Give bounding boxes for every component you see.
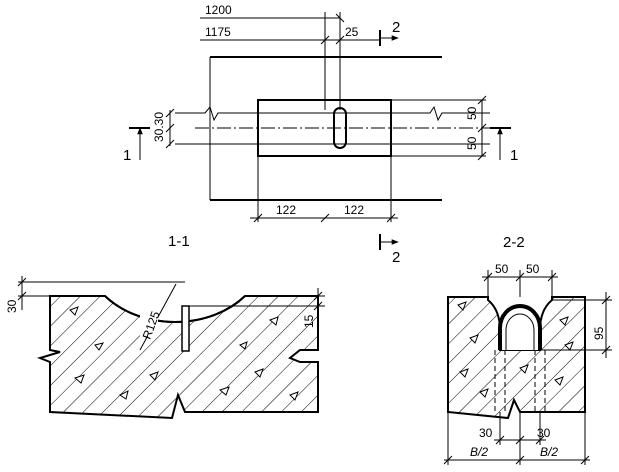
dim-30-left-2-2: 30 <box>479 426 493 440</box>
dim-25: 25 <box>345 25 359 39</box>
cut-label-2-top: 2 <box>392 19 400 36</box>
plan-view: 1200 1175 25 2 30.30 <box>123 3 518 266</box>
dim-1175: 1175 <box>205 25 231 39</box>
dim-b2-right: B/2 <box>540 445 558 459</box>
break-line-left-top <box>175 105 258 122</box>
dim-b2-left: B/2 <box>470 445 488 459</box>
dim-50-top: 50 <box>465 106 479 120</box>
groove-arc-1-1 <box>104 295 246 323</box>
dim-50-right-2-2: 50 <box>526 262 540 276</box>
section-1-1-title: 1-1 <box>168 233 190 250</box>
dim-50-left-2-2: 50 <box>495 262 509 276</box>
cut-label-2-bottom: 2 <box>392 249 400 266</box>
section-2-2-title: 2-2 <box>503 234 525 251</box>
concrete-body-1-1 <box>36 295 319 420</box>
cut-label-1-right: 1 <box>510 147 518 164</box>
aggregate-marks-2-2 <box>457 301 574 398</box>
break-line-right-top <box>391 105 490 122</box>
cut-label-1-left: 1 <box>123 147 131 164</box>
channel-lining <box>498 304 542 350</box>
dim-1200: 1200 <box>205 3 232 17</box>
dim-15: 15 <box>302 314 316 328</box>
slot <box>333 107 347 149</box>
dim-95: 95 <box>592 326 606 340</box>
aggregate-marks <box>69 306 299 401</box>
section-2-2: 2-2 50 50 95 <box>443 234 612 465</box>
dim-30-right-2-2: 30 <box>537 426 551 440</box>
dim-122-left: 122 <box>276 203 296 217</box>
dim-30-30: 30.30 <box>152 112 166 142</box>
section-1-1: 1-1 30 15 R125 <box>5 233 325 420</box>
slot-1-1 <box>181 305 190 352</box>
dim-50-bottom: 50 <box>465 136 479 150</box>
dim-122-right: 122 <box>344 203 364 217</box>
dim-30-section: 30 <box>5 299 19 313</box>
